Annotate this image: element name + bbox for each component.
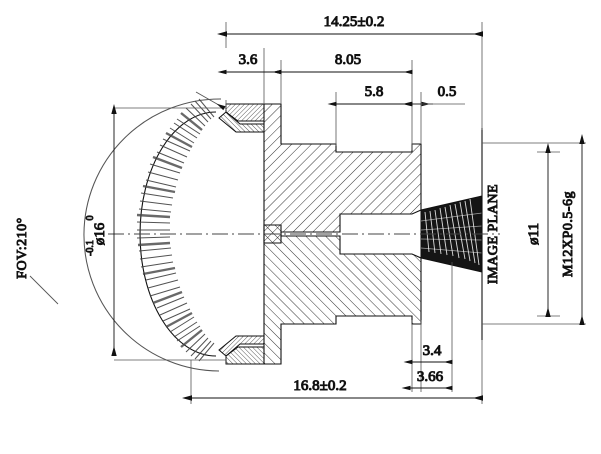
dimension-barrel-diameter-text: ø11 [526,223,542,245]
dimension-front-diameter-tol-lower: -0.1 [85,240,96,256]
dimension-thread-length: 5.8 [327,84,413,107]
dimension-total-height: 16.8±0.2 [182,378,483,401]
dimension-rear-a-text: 3.4 [423,343,442,359]
dimension-total-height-text: 16.8±0.2 [293,378,346,394]
dimension-body-length: 8.05 [272,52,413,75]
dimension-rear-a: 3.4 [403,343,453,365]
fov-text: FOV:210° [15,217,30,278]
front-dome-lens-element [136,98,217,362]
extension-lines [114,22,586,404]
dimension-overall-length: 14.25±0.2 [217,14,483,37]
dimension-front-diameter: ø16 0 -0.1 [85,104,117,356]
thread-spec-text: M12XP0.5-6g [561,191,576,277]
dimension-barrel-diameter: ø11 [526,143,551,317]
fov-arc [83,98,222,372]
image-plane-text: IMAGE PLANE [486,184,501,284]
dimension-step: 0.5 [400,84,465,107]
dimension-thread-length-text: 5.8 [365,84,384,100]
lens-barrel-body-bottom [263,224,422,365]
dimension-overall-length-text: 14.25±0.2 [324,14,385,30]
dimension-front-diameter-tol-upper: 0 [85,216,96,221]
dimension-front-flange: 3.6 [217,52,282,75]
dimension-step-text: 0.5 [438,84,457,100]
front-retaining-ring-bottom [218,335,265,365]
dimension-rear-b: 3.66 [401,369,453,391]
dimension-front-flange-text: 3.6 [239,52,258,68]
thread-spec-dimension: M12XP0.5-6g [561,134,585,325]
dimension-front-diameter-text: ø16 [92,222,108,245]
dimension-body-length-text: 8.05 [335,52,361,68]
image-plane-label: IMAGE PLANE [486,184,502,285]
dimension-rear-b-text: 3.66 [417,369,444,385]
fov-annotation: FOV:210° [15,91,226,305]
